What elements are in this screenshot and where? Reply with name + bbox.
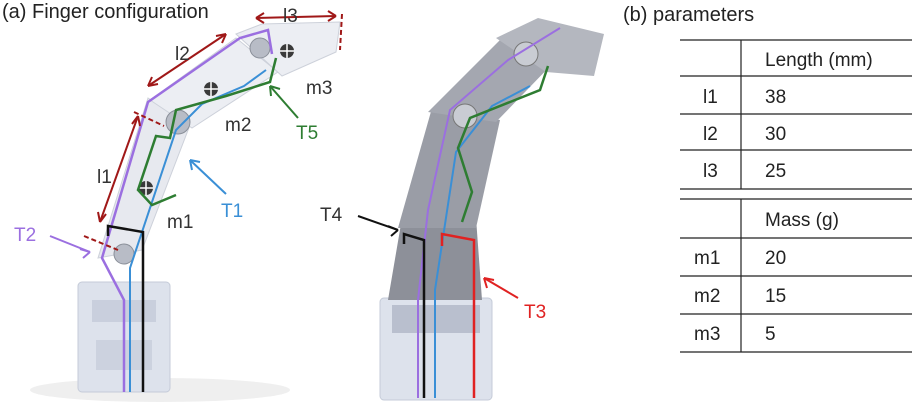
- parameters-panel: (b) parameters Length (mm) l1 38 l2 30 l…: [623, 4, 912, 353]
- length-header: Length (mm): [765, 50, 873, 71]
- param-value: 25: [765, 161, 786, 182]
- param-name: l3: [703, 161, 718, 182]
- param-value: 15: [765, 286, 786, 307]
- tendon-T5-line: [136, 57, 278, 207]
- render-link-3: [496, 18, 604, 76]
- render-tendon-T5: [456, 65, 550, 223]
- mass-label-m3: m3: [306, 78, 332, 99]
- tendon-label-T4: T4: [320, 205, 343, 226]
- table-row: m2 15: [694, 286, 786, 307]
- param-name: l1: [703, 87, 718, 108]
- tendon-label-T5: T5: [296, 123, 318, 144]
- tendon-label-T2: T2: [14, 225, 36, 246]
- callout-T2: T2: [14, 225, 91, 259]
- tendon-label-T3: T3: [524, 302, 546, 323]
- mass-label-m2: m2: [225, 115, 251, 136]
- rendered-finger: T4 T3: [320, 18, 604, 401]
- callout-T3: T3: [483, 277, 546, 323]
- mass-marker-m1: [139, 181, 153, 195]
- callout-T5: T5: [269, 85, 318, 144]
- link-label-l2: l2: [175, 44, 190, 65]
- joint-base: [113, 243, 135, 265]
- tendon-T4-line: [106, 224, 145, 392]
- param-name: m2: [694, 286, 720, 307]
- table-row: l1 38: [703, 87, 786, 108]
- param-value: 30: [765, 124, 786, 145]
- tendon-T2-line: [100, 28, 274, 392]
- mass-label-m1: m1: [167, 212, 193, 233]
- table-row: l2 30: [703, 124, 786, 145]
- joint-1: [165, 109, 191, 135]
- finger-configuration-panel: (a) Finger configuration: [2, 1, 343, 402]
- mass-header: Mass (g): [765, 210, 839, 231]
- render-joint: [513, 41, 539, 67]
- tendon-label-T1: T1: [221, 201, 243, 222]
- table-lines: [680, 39, 912, 353]
- param-name: m3: [694, 324, 720, 345]
- dimension-arrows: [83, 10, 343, 251]
- panel-a-title: (a) Finger configuration: [2, 1, 209, 23]
- callout-T4: T4: [320, 205, 399, 237]
- param-value: 38: [765, 87, 786, 108]
- param-value: 5: [765, 324, 776, 345]
- render-tendon-T1: [434, 85, 531, 398]
- table-row: m1 20: [694, 248, 786, 269]
- callout-T1: T1: [189, 159, 243, 222]
- tendon-T1-line: [129, 69, 267, 392]
- render-proximal: [388, 218, 482, 300]
- render-tendon-T2: [417, 27, 561, 398]
- render-tendon-T4: [402, 232, 426, 398]
- link-label-l3: l3: [283, 6, 298, 27]
- joint-2: [249, 37, 271, 59]
- panel-b-title: (b) parameters: [623, 4, 754, 26]
- mass-marker-m3: [280, 44, 294, 58]
- param-name: m1: [694, 248, 720, 269]
- table-row: m3 5: [694, 324, 776, 345]
- param-value: 20: [765, 248, 786, 269]
- link-label-l1: l1: [97, 167, 112, 188]
- render-tendon-T3: [440, 232, 476, 398]
- mass-marker-m2: [204, 82, 218, 96]
- render-link-1: [398, 108, 500, 228]
- table-row: l3 25: [703, 161, 786, 182]
- param-name: l2: [703, 124, 718, 145]
